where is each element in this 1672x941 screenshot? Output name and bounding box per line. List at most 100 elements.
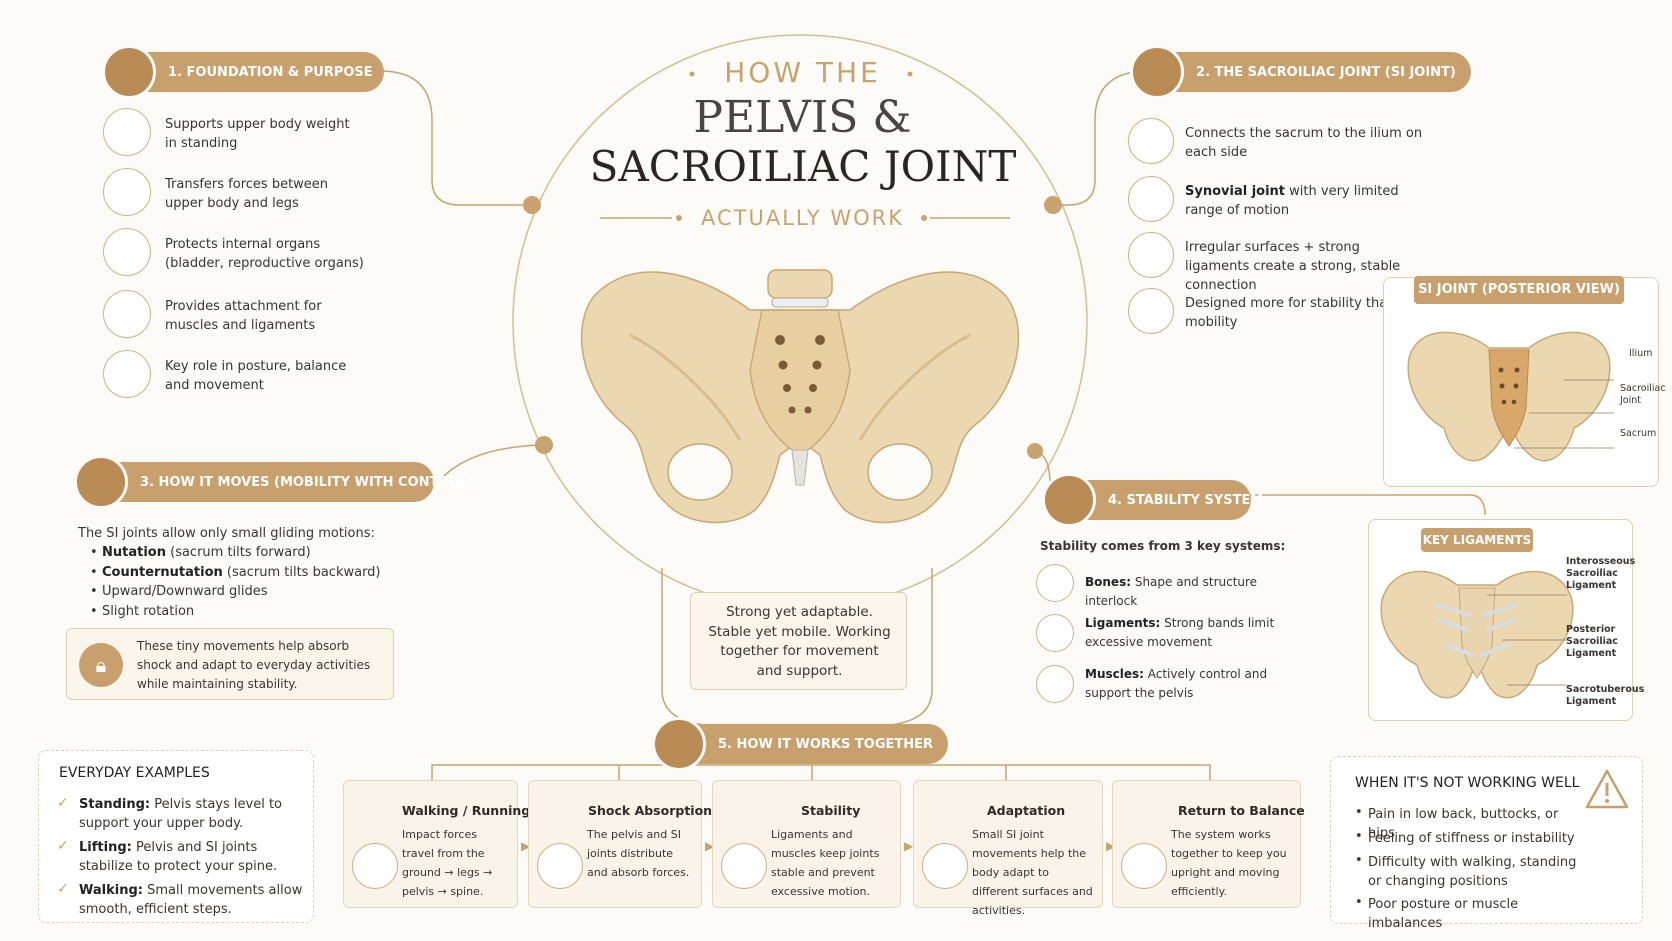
bold-label: Walking: [79,883,143,898]
muscle-icon [103,290,151,338]
item-text: Irregular surfaces + strong ligaments cr… [1185,240,1401,293]
section4-header-label: 4. STABILITY SYSTEM [1108,492,1264,508]
bold-label: Bones: [1085,575,1132,589]
ligament-mesh-icon [1036,614,1074,652]
not-working-item: Feeling of stiffness or instability [1368,831,1575,846]
bold-label: Muscles: [1085,667,1144,681]
shield-icon [721,843,767,889]
section1-item: Protects internal organs (bladder, repro… [165,237,364,271]
label-sacrum: Sacrum [1620,428,1657,439]
ligaments-illustration [1380,570,1574,699]
flow-step-title: Shock Absorption [588,803,713,818]
everyday-item: Standing: Pelvis stays level to support … [79,795,307,833]
section3-note: These tiny movements help absorb shock a… [137,639,371,691]
section2-item: Synovial joint with very limited range o… [1185,182,1425,220]
cycle-icon [922,843,968,889]
pelvis-illustration [580,269,1020,524]
upright-figure-icon [1121,843,1167,889]
flow-step-text: Ligaments and muscles keep joints stable… [771,828,880,898]
posterior-view-box: SI JOINT (POSTERIOR VIEW) Ilium Sacroili… [1383,276,1666,487]
item-text: (sacrum tilts forward) [165,545,311,560]
title-line-3: SACROILIAC JOINT [589,142,1017,191]
not-working-item: Pain in low back, buttocks, or hips [1368,807,1559,841]
bold-label: Standing: [79,797,151,812]
item-text: Shape and structure interlock [1085,575,1258,608]
section3-bullet: •Slight rotation [90,602,390,621]
bold-label: Counternutation [102,564,223,580]
item-text: Designed more for stability than mobilit… [1185,296,1396,330]
flow-step-title: Adaptation [987,803,1066,818]
connector-dot [535,436,553,454]
section4-header: 4. STABILITY SYSTEM [1042,473,1263,527]
label-posterior-si: Posterior Sacroiliac Ligament [1566,624,1618,659]
center-note: Strong yet adaptable. Stable yet mobile.… [708,604,891,679]
bullet-dot: • [90,545,98,560]
item-text: Upward/Downward glides [102,584,268,599]
flow-step-text: The system works together to keep you up… [1171,828,1287,898]
label-sacroiliac-joint: Sacroiliac Joint [1620,383,1666,406]
section4-item: Ligaments: Strong bands limit excessive … [1085,614,1295,652]
not-working-title: WHEN IT'S NOT WORKING WELL [1355,775,1580,791]
flow-arrow-icon: ▶ [904,839,914,853]
flow-step-title: Return to Balance [1178,803,1305,818]
ligament-icon [1128,232,1174,278]
synovial-icon [1128,176,1174,222]
bullet-dot: • [90,603,98,619]
flow-step-text: The pelvis and SI joints distribute and … [587,828,690,879]
section1-item: Transfers forces between upper body and … [165,177,329,211]
posterior-pelvis-illustration [1407,331,1614,462]
center-note-card: Strong yet adaptable. Stable yet mobile.… [690,592,907,690]
item-text: Actively control and support the pelvis [1085,667,1268,700]
section3-bullet: •Nutation (sacrum tilts forward) [90,543,390,562]
section1-header-label: 1. FOUNDATION & PURPOSE [168,64,373,80]
item-text: Small movements allow smooth, efficient … [79,883,303,917]
shield-icon [103,228,151,276]
title-line-4: ACTUALLY WORK [701,206,904,230]
section3-intro: The SI joints allow only small gliding m… [78,526,375,541]
not-working-item: Difficulty with walking, standing or cha… [1368,855,1577,889]
flow-step-title: Walking / Running [402,803,531,818]
bold-label: Synovial joint [1185,184,1286,199]
flow-step-title: Stability [801,803,861,818]
section3-bullet: •Upward/Downward glides [90,582,390,601]
double-arrow-icon [103,168,151,216]
flow-arrow-icon: ▶ [1106,839,1116,853]
item-text: Slight rotation [102,603,195,619]
everyday-title: EVERYDAY EXAMPLES [59,765,210,781]
flow-step-text: Impact forces travel from the ground → l… [402,828,493,898]
section3-header: 3. HOW IT MOVES (MOBILITY WITH CONTROL) [74,455,474,509]
bullet-dot: • [1355,829,1363,844]
flow-step-text: Small SI joint movements help the body a… [972,828,1093,917]
label-interosseous: Interosseous Sacroiliac Ligament [1566,556,1636,591]
flow-arrow-icon: ▶ [705,839,715,853]
section3-header-label: 3. HOW IT MOVES (MOBILITY WITH CONTROL) [140,474,474,490]
section1-item: Supports upper body weight in standing [165,117,350,151]
waves-icon [537,843,583,889]
section3-note-card: 🔒︎ These tiny movements help absorb shoc… [66,628,394,700]
warning-icon [1584,767,1630,813]
item-text: Pelvis and SI joints stabilize to protec… [79,840,278,874]
connector-dot [523,196,541,214]
not-working-box: WHEN IT'S NOT WORKING WELL • Pain in low … [1330,756,1643,931]
item-text: with very limited range of motion [1185,184,1399,218]
bullet-dot: • [1355,805,1363,820]
bullet-dot: • [1355,895,1363,910]
label-ilium: Ilium [1629,348,1653,359]
section2-header: 2. THE SACROILIAC JOINT (SI JOINT) [1130,45,1471,99]
bullet-dot: • [1355,853,1363,868]
section2-header-label: 2. THE SACROILIAC JOINT (SI JOINT) [1196,64,1456,80]
shield-icon [1042,473,1096,527]
connector-dot [1027,443,1043,459]
label-sacrotuberous: Sacrotuberous Ligament [1566,684,1645,707]
title-line-1: HOW THE [724,56,881,89]
movement-arrows-icon [74,455,128,509]
everyday-item: Lifting: Pelvis and SI joints stabilize … [79,838,307,876]
bone-icon [1036,564,1074,602]
section3-bullet: •Counternutation (sacrum tilts backward) [90,563,390,582]
section5-header-label: 5. HOW IT WORKS TOGETHER [718,736,934,752]
stability-icon [1128,288,1174,334]
person-stretch-icon [102,45,156,99]
